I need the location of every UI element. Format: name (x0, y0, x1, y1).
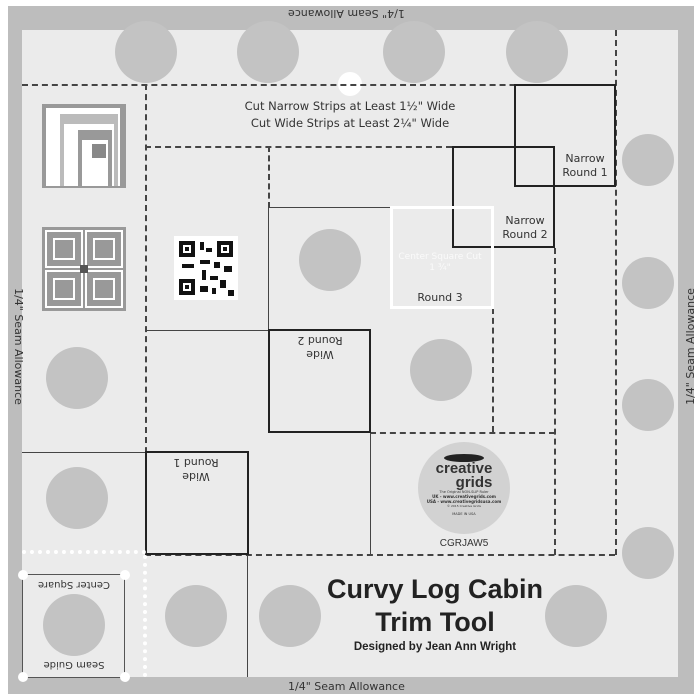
seam-guide-top-label: Center Square (37, 579, 111, 590)
round-3-label: Round 3 (417, 291, 463, 304)
seam-guide-bottom-label: Seam Guide (43, 659, 105, 670)
dotted-guide-h (22, 550, 146, 554)
qr-code-icon[interactable] (174, 236, 238, 300)
logo-made-in: MADE IN USA (452, 512, 476, 516)
designer-credit: Designed by Jean Ann Wright (353, 641, 517, 653)
narrow-round-2-box (452, 146, 555, 248)
logo-brand-bottom: grids (455, 474, 493, 491)
log-cabin-quilt-icon (42, 227, 126, 311)
narrow-round-1-label: Narrow Round 1 (562, 152, 608, 179)
seam-label-right: 1/4" Seam Allowance (683, 288, 697, 405)
wide-round-1-box (145, 451, 249, 555)
center-square-label: Center Square Cut 1 ¾" (398, 252, 482, 273)
instruction-narrow: Cut Narrow Strips at Least 1½" Wide (244, 99, 456, 113)
product-code: CGRJAW5 (439, 538, 489, 549)
ruler-panel (22, 30, 678, 677)
narrow-round-1-box (514, 84, 616, 187)
seam-label-top: 1/4" Seam Allowance (288, 7, 405, 20)
logo-copyright: © 2015 Creative Grids (447, 504, 481, 508)
seam-label-left: 1/4" Seam Allowance (11, 288, 25, 405)
product-subtitle: Trim Tool (375, 607, 495, 637)
log-cabin-block-icon (42, 104, 126, 188)
product-title: Curvy Log Cabin (326, 574, 543, 604)
dotted-guide-v (143, 555, 147, 677)
wide-round-2-label: Wide Round 2 (297, 334, 343, 361)
instruction-wide: Cut Wide Strips at Least 2¼" Wide (250, 116, 450, 130)
logo-usa-url: USA - www.creativegridsusa.com (426, 499, 502, 504)
logo-tagline: The Original NON-SLIP Ruler (439, 490, 489, 494)
logo-uk-url: UK - www.creativegrids.com (432, 494, 496, 499)
fox-icon (444, 454, 484, 462)
seam-label-bottom: 1/4" Seam Allowance (288, 680, 405, 693)
seam-guide-box (22, 574, 125, 678)
wide-round-2-box (268, 329, 371, 433)
logo-brand-top: creative (435, 460, 493, 477)
round-3-box (390, 206, 494, 309)
narrow-round-2-label: Narrow Round 2 (502, 214, 548, 241)
wide-round-1-label: Wide Round 1 (173, 456, 219, 483)
